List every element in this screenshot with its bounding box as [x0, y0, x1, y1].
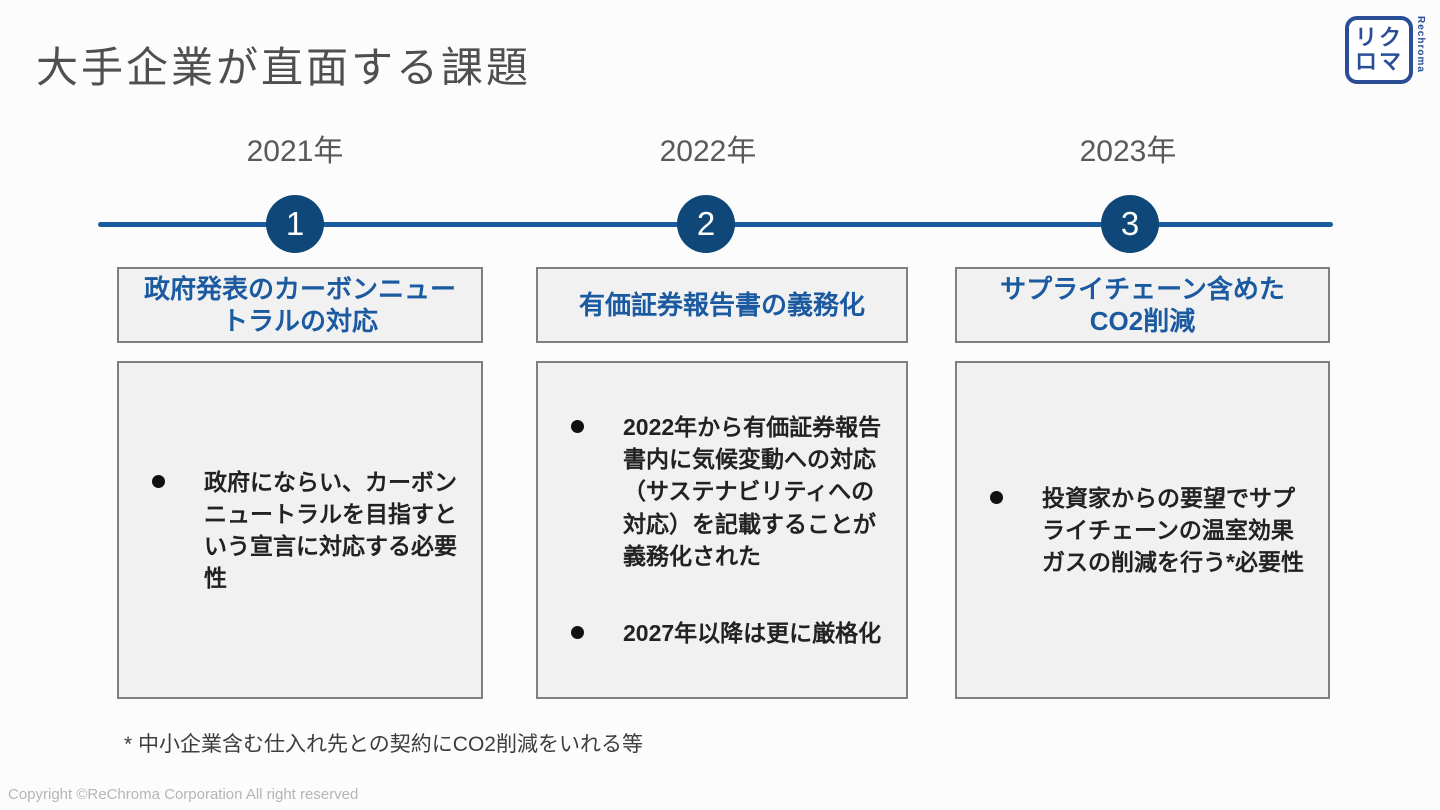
column3-header: サプライチェーン含めた CO2削減: [955, 267, 1330, 343]
page-title: 大手企業が直面する課題: [36, 44, 532, 91]
rechroma-logo-icon: リク ロマ: [1345, 16, 1413, 84]
footnote: * 中小企業含む仕入れ先との契約にCO2削減をいれる等: [124, 733, 643, 756]
bullet-text: 2022年から有価証券報告書内に気候変動への対応（サステナビリティへの対応）を記…: [623, 413, 882, 569]
column1-header: 政府発表のカーボンニュー トラルの対応: [117, 267, 483, 343]
column2-body-box: 2022年から有価証券報告書内に気候変動への対応（サステナビリティへの対応）を記…: [536, 361, 908, 699]
logo-side-text: Rechroma: [1415, 16, 1426, 73]
bullet-text: 政府にならい、カーボンニュートラルを目指すという宣言に対応する必要性: [204, 468, 457, 592]
timeline-year-2021: 2021年: [246, 135, 344, 168]
bullet-text: 投資家からの要望でサプライチェーンの温室効果ガスの削減を行う*必要性: [1042, 484, 1304, 576]
bullet-text: 2027年以降は更に厳格化: [623, 619, 882, 646]
list-item: 投資家からの要望でサプライチェーンの温室効果ガスの削減を行う*必要性: [957, 482, 1328, 579]
column3-body-box: 投資家からの要望でサプライチェーンの温室効果ガスの削減を行う*必要性: [955, 361, 1330, 699]
logo-text-row1: リク: [1354, 24, 1403, 50]
timeline-marker-2: 2: [677, 195, 735, 253]
bullet-icon: [990, 490, 1003, 504]
timeline-year-2023: 2023年: [1079, 135, 1177, 168]
bullet-icon: [571, 419, 584, 433]
column1-body-box: 政府にならい、カーボンニュートラルを目指すという宣言に対応する必要性: [117, 361, 483, 699]
timeline-marker-3: 3: [1101, 195, 1159, 253]
timeline-year-2022: 2022年: [659, 135, 757, 168]
timeline-marker-1: 1: [266, 195, 324, 253]
bullet-icon: [152, 474, 165, 488]
copyright: Copyright ©ReChroma Corporation All righ…: [8, 786, 359, 803]
list-item: 2027年以降は更に厳格化: [538, 617, 906, 649]
list-item: 政府にならい、カーボンニュートラルを目指すという宣言に対応する必要性: [119, 466, 481, 595]
logo-text-row2: ロマ: [1354, 49, 1403, 74]
bullet-icon: [571, 625, 584, 639]
column2-header: 有価証券報告書の義務化: [536, 267, 908, 343]
list-item: 2022年から有価証券報告書内に気候変動への対応（サステナビリティへの対応）を記…: [538, 411, 906, 572]
rechroma-logo: リク ロマ Rechroma: [1345, 16, 1426, 84]
